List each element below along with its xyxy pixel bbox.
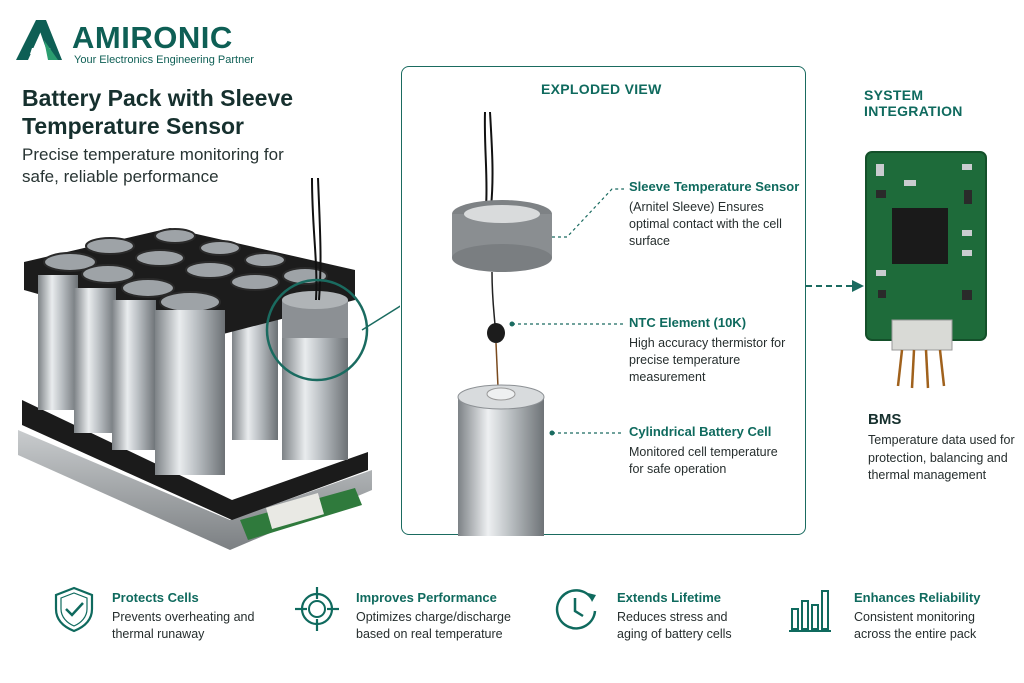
brand-name: AMIRONIC — [72, 20, 233, 55]
brand-tagline: Your Electronics Engineering Partner — [74, 54, 254, 66]
callout-sleeve-description: (Arnitel Sleeve) Ensures optimal contact… — [629, 200, 782, 248]
callout-sleeve-title: Sleeve Temperature Sensor — [629, 179, 800, 194]
feature-description: Prevents overheating and thermal runaway — [112, 610, 255, 641]
clock-icon — [555, 589, 597, 630]
callout-cell-description: Monitored cell temperature for safe oper… — [629, 445, 778, 476]
feature-improves-performance: Improves Performance Optimizes charge/di… — [293, 585, 543, 645]
shield-check-icon — [54, 586, 94, 633]
system-integration-title: SYSTEM INTEGRATION — [864, 87, 963, 119]
feature-description: Consistent monitoring across the entire … — [854, 610, 977, 641]
page-title: Battery Pack with Sleeve Temperature Sen… — [22, 85, 294, 139]
integration-arrow-icon — [806, 280, 864, 292]
exploded-view-title: EXPLODED VIEW — [541, 81, 662, 97]
feature-title: Improves Performance — [356, 590, 497, 605]
bms-title: BMS — [868, 411, 902, 428]
feature-title: Protects Cells — [112, 590, 199, 605]
page-subtitle: Precise temperature monitoring for safe,… — [22, 145, 284, 186]
feature-enhances-reliability: Enhances Reliability Consistent monitori… — [788, 585, 1018, 645]
target-icon — [295, 587, 339, 631]
feature-protects-cells: Protects Cells Prevents overheating and … — [52, 585, 272, 645]
bms-description: Temperature data used for protection, ba… — [868, 433, 1015, 482]
callout-ntc-description: High accuracy thermistor for precise tem… — [629, 336, 786, 384]
exploded-view-panel: EXPLODED VIEW Sleeve — [401, 66, 806, 536]
feature-description: Optimizes charge/discharge based on real… — [356, 610, 511, 641]
feature-title: Enhances Reliability — [854, 590, 981, 605]
feature-title: Extends Lifetime — [617, 590, 722, 605]
feature-extends-lifetime: Extends Lifetime Reduces stress and agin… — [552, 585, 782, 645]
feature-description: Reduces stress and aging of battery cell… — [617, 610, 732, 641]
brand-mark-icon — [16, 20, 62, 60]
exploded-illustration — [452, 111, 624, 536]
bar-chart-icon — [789, 590, 831, 632]
brand-logo: AMIRONIC Your Electronics Engineering Pa… — [14, 14, 254, 68]
callout-cell-title: Cylindrical Battery Cell — [629, 424, 772, 439]
bms-board-illustration — [865, 151, 987, 389]
callout-ntc-title: NTC Element (10K) — [629, 315, 747, 330]
battery-pack-illustration — [18, 177, 400, 550]
